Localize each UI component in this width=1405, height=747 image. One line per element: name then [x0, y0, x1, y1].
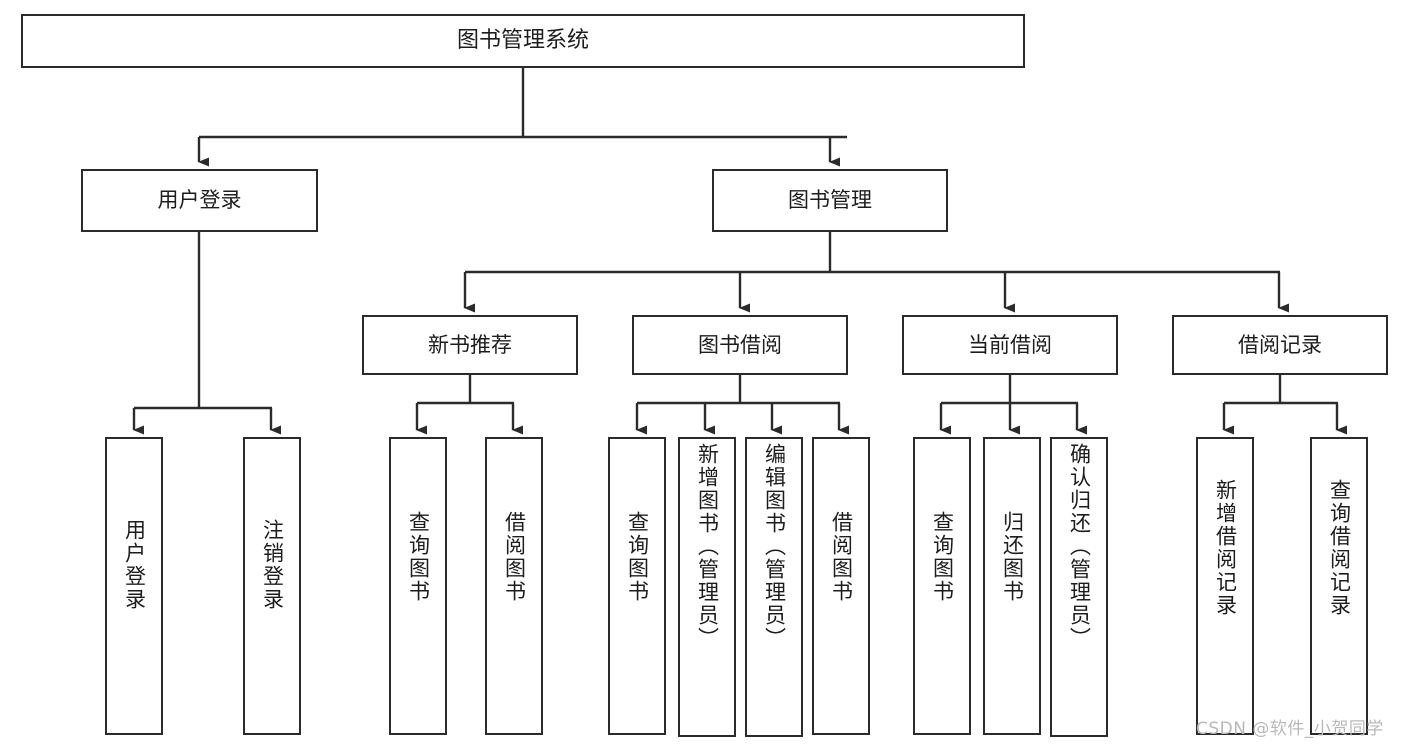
leaf-query-borrow-record[interactable]: 查询借阅记录 [1310, 437, 1368, 735]
leaf-label: 新增图书（管理员） [695, 443, 720, 650]
leaf-user-login[interactable]: 用户登录 [105, 437, 163, 735]
node-label: 用户登录 [157, 188, 242, 213]
leaf-label: 用户登录 [122, 519, 147, 611]
leaf-label: 确认归还（管理员） [1067, 443, 1092, 650]
node-label: 当前借阅 [968, 332, 1052, 357]
leaf-label: 新增借阅记录 [1213, 479, 1238, 617]
leaf-logout-login[interactable]: 注销登录 [243, 437, 301, 735]
node-book-management-system[interactable]: 图书管理系统 [21, 14, 1025, 68]
leaf-query-book-current[interactable]: 查询图书 [913, 437, 971, 735]
leaf-label: 查询图书 [406, 511, 431, 603]
node-label: 图书管理 [788, 188, 872, 213]
leaf-label: 借阅图书 [829, 511, 854, 603]
leaf-borrow-book-new-recommend[interactable]: 借阅图书 [485, 437, 543, 735]
node-borrow-record[interactable]: 借阅记录 [1172, 315, 1388, 375]
leaf-borrow-book-borrow[interactable]: 借阅图书 [812, 437, 870, 735]
node-label: 图书管理系统 [456, 28, 589, 54]
leaf-query-book-borrow[interactable]: 查询图书 [608, 437, 666, 735]
leaf-label: 查询图书 [930, 511, 955, 603]
node-label: 新书推荐 [428, 332, 512, 357]
node-book-management[interactable]: 图书管理 [712, 169, 948, 232]
leaf-query-book-new-recommend[interactable]: 查询图书 [389, 437, 447, 735]
node-label: 借阅记录 [1238, 332, 1322, 357]
node-book-borrow[interactable]: 图书借阅 [632, 315, 848, 375]
leaf-add-borrow-record[interactable]: 新增借阅记录 [1196, 437, 1254, 735]
leaf-label: 编辑图书（管理员） [762, 443, 787, 650]
node-label: 图书借阅 [698, 332, 782, 357]
leaf-confirm-return-admin[interactable]: 确认归还（管理员） [1050, 437, 1108, 737]
leaf-edit-book-admin[interactable]: 编辑图书（管理员） [745, 437, 803, 737]
node-user-login[interactable]: 用户登录 [81, 169, 318, 232]
node-current-borrow[interactable]: 当前借阅 [902, 315, 1118, 375]
leaf-return-book[interactable]: 归还图书 [983, 437, 1041, 735]
leaf-label: 借阅图书 [502, 511, 527, 603]
leaf-label: 归还图书 [1000, 511, 1025, 603]
node-new-book-recommend[interactable]: 新书推荐 [362, 315, 578, 375]
csdn-watermark: CSDN @软件_小贺同学 [1196, 719, 1384, 739]
leaf-label: 查询图书 [625, 511, 650, 603]
leaf-label: 查询借阅记录 [1327, 479, 1352, 617]
leaf-label: 注销登录 [260, 519, 285, 611]
leaf-add-book-admin[interactable]: 新增图书（管理员） [678, 437, 736, 737]
